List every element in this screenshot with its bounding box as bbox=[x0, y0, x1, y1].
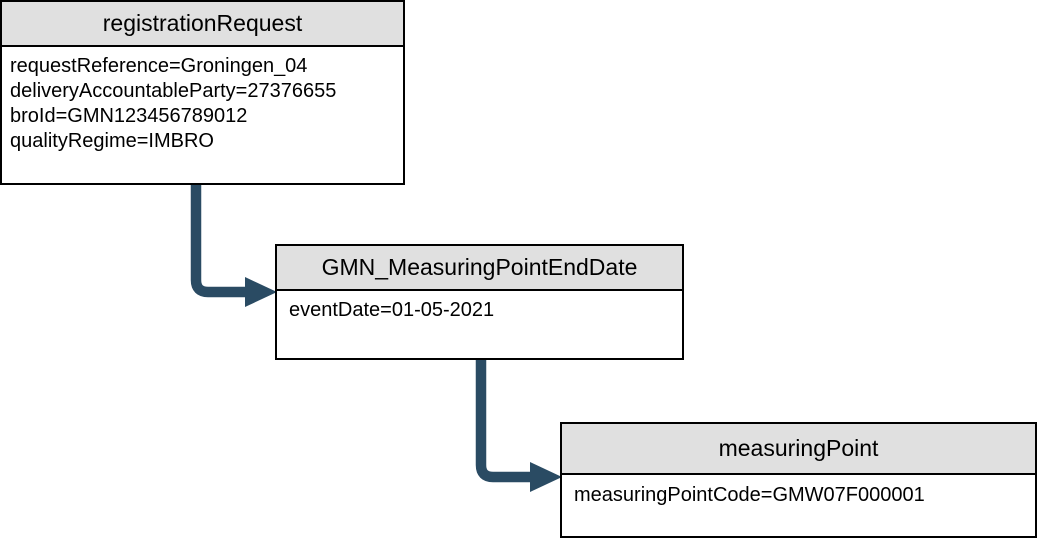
object-title-gmn-measuring-point-end-date: GMN_MeasuringPointEndDate bbox=[277, 246, 682, 291]
object-attributes-gmn-measuring-point-end-date: eventDate=01-05-2021 bbox=[277, 291, 682, 323]
object-title-measuring-point: measuringPoint bbox=[562, 424, 1035, 475]
attribute-row: requestReference=Groningen_04 bbox=[10, 55, 308, 77]
object-box-gmn-measuring-point-end-date[interactable]: GMN_MeasuringPointEndDate eventDate=01-0… bbox=[275, 244, 684, 360]
attribute-row: measuringPointCode=GMW07F000001 bbox=[574, 484, 925, 506]
connector-line bbox=[475, 356, 533, 483]
object-box-registration-request[interactable]: registrationRequest requestReference=Gro… bbox=[0, 0, 405, 185]
attribute-row: broId=GMN123456789012 bbox=[10, 105, 248, 127]
attribute-row: eventDate=01-05-2021 bbox=[289, 299, 495, 321]
connector-endevent-to-measuringpoint bbox=[475, 356, 562, 492]
arrowhead-icon bbox=[245, 277, 277, 307]
object-attributes-measuring-point: measuringPointCode=GMW07F000001 bbox=[562, 475, 1035, 508]
arrowhead-icon bbox=[530, 462, 562, 492]
connector-line bbox=[190, 180, 248, 298]
connector-registration-to-endevent bbox=[190, 180, 277, 307]
object-box-measuring-point[interactable]: measuringPoint measuringPointCode=GMW07F… bbox=[560, 422, 1037, 538]
attribute-row: qualityRegime=IMBRO bbox=[10, 130, 214, 152]
object-attributes-registration-request: requestReference=Groningen_04 deliveryAc… bbox=[2, 47, 403, 154]
object-title-registration-request: registrationRequest bbox=[2, 2, 403, 47]
attribute-row: deliveryAccountableParty=27376655 bbox=[10, 80, 337, 102]
